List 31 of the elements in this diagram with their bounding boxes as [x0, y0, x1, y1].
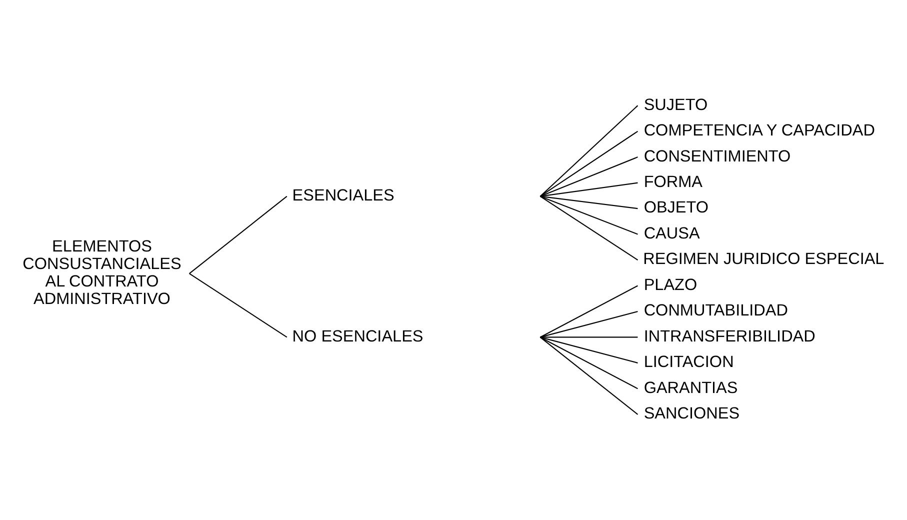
- node-text: CONMUTABILIDAD: [644, 302, 788, 320]
- connector: [540, 336, 638, 390]
- node-text: OBJETO: [644, 198, 709, 217]
- node-text: REGIMEN JURIDICO ESPECIAL: [643, 250, 884, 268]
- node-text: INTRANSFERIBILIDAD: [644, 327, 816, 346]
- node-text: CONSENTIMIENTO: [644, 147, 791, 166]
- connector: [540, 285, 638, 338]
- node-text: ELEMENTOS CONSUSTANCIALES AL CONTRATO ADMINISTRATIVO: [22, 237, 182, 308]
- node-text: LICITACION: [644, 353, 734, 372]
- connector: [540, 196, 638, 210]
- connector: [540, 196, 638, 260]
- node-text: SUJETO: [644, 96, 708, 114]
- connector: [540, 310, 638, 338]
- node-text: PLAZO: [644, 276, 698, 294]
- connector: [540, 336, 638, 338]
- node-text: ESENCIALES: [292, 186, 394, 205]
- node-text: NO ESENCIALES: [292, 327, 424, 346]
- connector: [540, 196, 638, 235]
- connector: [540, 336, 638, 415]
- connector: [189, 273, 288, 338]
- connector: [540, 130, 638, 197]
- node-text: GARANTIAS: [644, 378, 738, 397]
- connector: [540, 336, 638, 364]
- connector: [540, 156, 638, 197]
- node-text: SANCIONES: [644, 404, 740, 423]
- connector: [540, 105, 638, 197]
- connector: [540, 182, 638, 197]
- connector: [189, 196, 288, 274]
- node-text: FORMA: [644, 172, 703, 191]
- node-text: COMPETENCIA Y CAPACIDAD: [644, 122, 875, 140]
- node-text: CAUSA: [644, 224, 700, 242]
